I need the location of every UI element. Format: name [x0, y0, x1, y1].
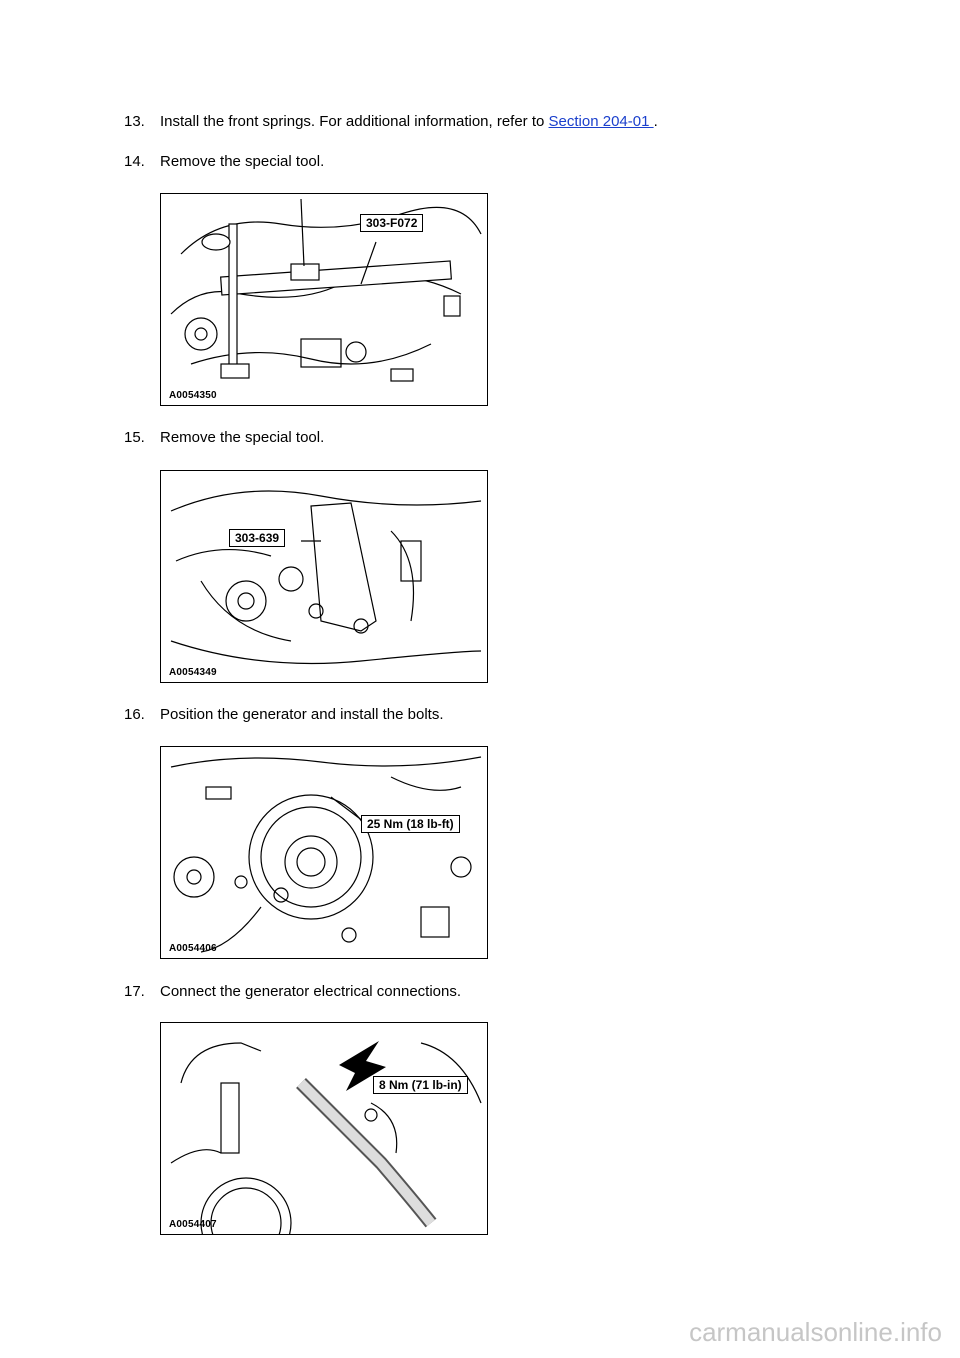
step-text: Remove the special tool. [160, 429, 325, 446]
arrow-icon [339, 1041, 386, 1091]
figure-generator-connection: 8 Nm (71 lb-in) A0054407 [160, 1022, 488, 1235]
step-number: 15. [124, 429, 145, 446]
step-text: Install the front springs. For additiona… [160, 113, 549, 130]
watermark: carmanualsonline.info [689, 1317, 942, 1347]
generator-electrical-connection-illustration [170, 1041, 482, 1234]
step-text: Position the generator and install the b… [160, 706, 444, 723]
step-text: Remove the special tool. [160, 153, 325, 170]
step-17: 17. Connect the generator electrical conn… [124, 982, 461, 1002]
torque-callout: 8 Nm (71 lb-in) [373, 1076, 468, 1094]
figure-id: A0054406 [169, 943, 217, 954]
figure-id: A0054407 [169, 1219, 217, 1230]
step-15: 15. Remove the special tool. [124, 428, 324, 448]
step-text-end: . [653, 113, 658, 130]
step-number: 17. [124, 983, 145, 1000]
figure-id: A0054350 [169, 390, 217, 401]
step-13: 13. Install the front springs. For additi… [124, 112, 658, 132]
tool-callout: 303-639 [229, 529, 286, 547]
step-text: Connect the generator electrical connect… [160, 983, 462, 1000]
figure-generator-bolts: 25 Nm (18 lb-ft) A0054406 [160, 746, 488, 959]
step-number: 14. [124, 153, 145, 170]
generator-bolts-illustration [170, 756, 482, 953]
figure-lifting-bracket: 303-639 A0054349 [160, 470, 488, 683]
step-16: 16. Position the generator and install th… [124, 705, 444, 725]
tool-callout: 303-F072 [360, 214, 424, 232]
section-link[interactable]: Section 204-01 [548, 113, 654, 130]
engine-spring-compressor-illustration [170, 198, 482, 382]
engine-lifting-bracket-illustration [170, 490, 482, 665]
step-number: 13. [124, 113, 145, 130]
figure-id: A0054349 [169, 667, 217, 678]
step-number: 16. [124, 706, 145, 723]
figure-spring-compressor: 303-F072 A0054350 [160, 193, 488, 406]
torque-callout: 25 Nm (18 lb-ft) [361, 815, 460, 833]
step-14: 14. Remove the special tool. [124, 152, 324, 172]
